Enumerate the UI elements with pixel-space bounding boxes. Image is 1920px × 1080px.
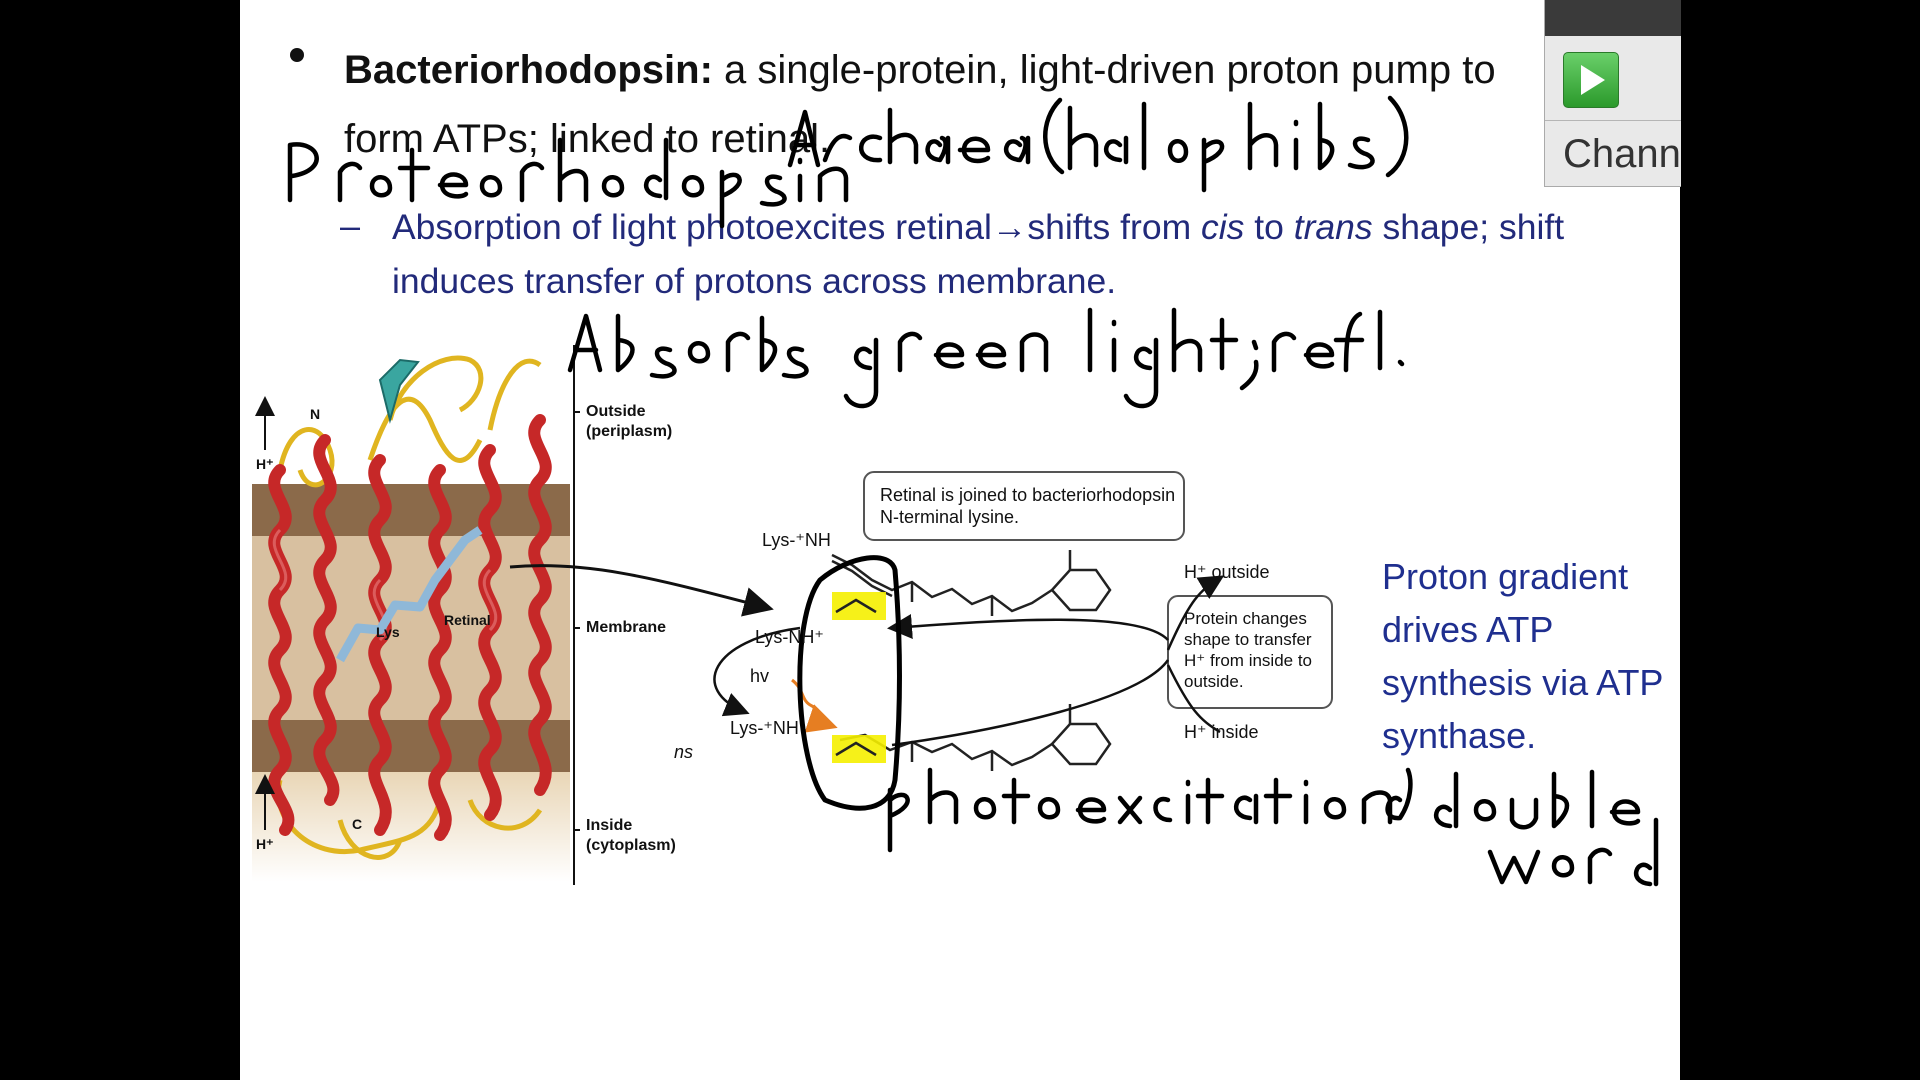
highlight-trans-bond bbox=[832, 735, 886, 763]
callout-box-joined bbox=[863, 471, 1185, 541]
sub-bullet-part3: to bbox=[1244, 207, 1294, 247]
callout-box-change bbox=[1167, 595, 1333, 709]
retinal-molecule bbox=[336, 526, 483, 663]
membrane-inner-band bbox=[252, 720, 570, 772]
channel-label[interactable]: Chann bbox=[1563, 132, 1681, 176]
sub-bullet-part2: shifts from bbox=[1027, 207, 1202, 247]
label-h-outside-protein: H⁺ bbox=[256, 456, 274, 472]
label-h-outside: H⁺ outside bbox=[1184, 562, 1270, 582]
beta-hairpin bbox=[378, 358, 420, 424]
label-h-inside: H⁺ inside bbox=[1184, 722, 1259, 742]
sub-bullet-cis: cis bbox=[1201, 207, 1245, 247]
bullet-text: a single-protein, light-driven proton pu… bbox=[344, 48, 1496, 161]
label-lys-protein: Lys bbox=[376, 624, 400, 640]
handwriting-strokes bbox=[287, 95, 1659, 887]
sub-bullet-arrow: → bbox=[991, 207, 1028, 247]
membrane-outer-band bbox=[252, 484, 570, 536]
membrane-core bbox=[252, 536, 570, 720]
sub-bullet-dash: – bbox=[340, 205, 361, 246]
label-h-inside-protein: H⁺ bbox=[256, 836, 274, 852]
label-fragment: ns bbox=[674, 742, 694, 762]
sub-bullet-trans: trans bbox=[1293, 207, 1373, 247]
label-membrane: Membrane bbox=[586, 619, 667, 636]
play-icon[interactable] bbox=[1563, 52, 1619, 108]
bullet-term: Bacteriorhodopsin: bbox=[344, 48, 713, 92]
label-retinal-protein: Retinal bbox=[444, 612, 491, 628]
label-hv: hv bbox=[750, 666, 770, 686]
label-lys-mid: Lys-NH⁺ bbox=[755, 627, 824, 647]
callout-change-text: Protein changes shape to transfer H⁺ fro… bbox=[1184, 609, 1313, 691]
highlight-cis-bond bbox=[832, 592, 886, 620]
slide: Bacteriorhodopsin: a single-protein, lig… bbox=[240, 0, 1680, 1080]
channel-panel: Chann bbox=[1544, 0, 1681, 187]
label-n-terminus: N bbox=[310, 406, 321, 422]
main-bullet: Bacteriorhodopsin: a single-protein, lig… bbox=[344, 36, 1584, 174]
callout-joined-text: Retinal is joined to bacteriorhodopsin N… bbox=[880, 485, 1176, 527]
bacteriorhodopsin-figure bbox=[252, 95, 1659, 887]
panel-titlebar bbox=[1545, 0, 1681, 36]
label-lys-top: Lys-⁺NH bbox=[762, 530, 831, 550]
label-c-terminus: C bbox=[352, 816, 363, 832]
label-lys-bottom: Lys-⁺NH bbox=[730, 718, 799, 738]
panel-divider bbox=[1545, 120, 1681, 121]
proton-gradient-note: Proton gradient drives ATP synthesis via… bbox=[1382, 556, 1663, 756]
sub-bullet: Absorption of light photoexcites retinal… bbox=[392, 200, 1572, 308]
label-outside: Outside (periplasm) bbox=[586, 403, 673, 440]
sub-bullet-part1: Absorption of light photoexcites retinal bbox=[392, 207, 992, 247]
bullet-marker bbox=[290, 48, 304, 62]
handwritten-circle bbox=[797, 555, 903, 811]
label-inside: Inside (cytoplasm) bbox=[586, 817, 676, 854]
sub-bullet-part4: shape; shift induces transfer of protons… bbox=[392, 207, 1565, 301]
